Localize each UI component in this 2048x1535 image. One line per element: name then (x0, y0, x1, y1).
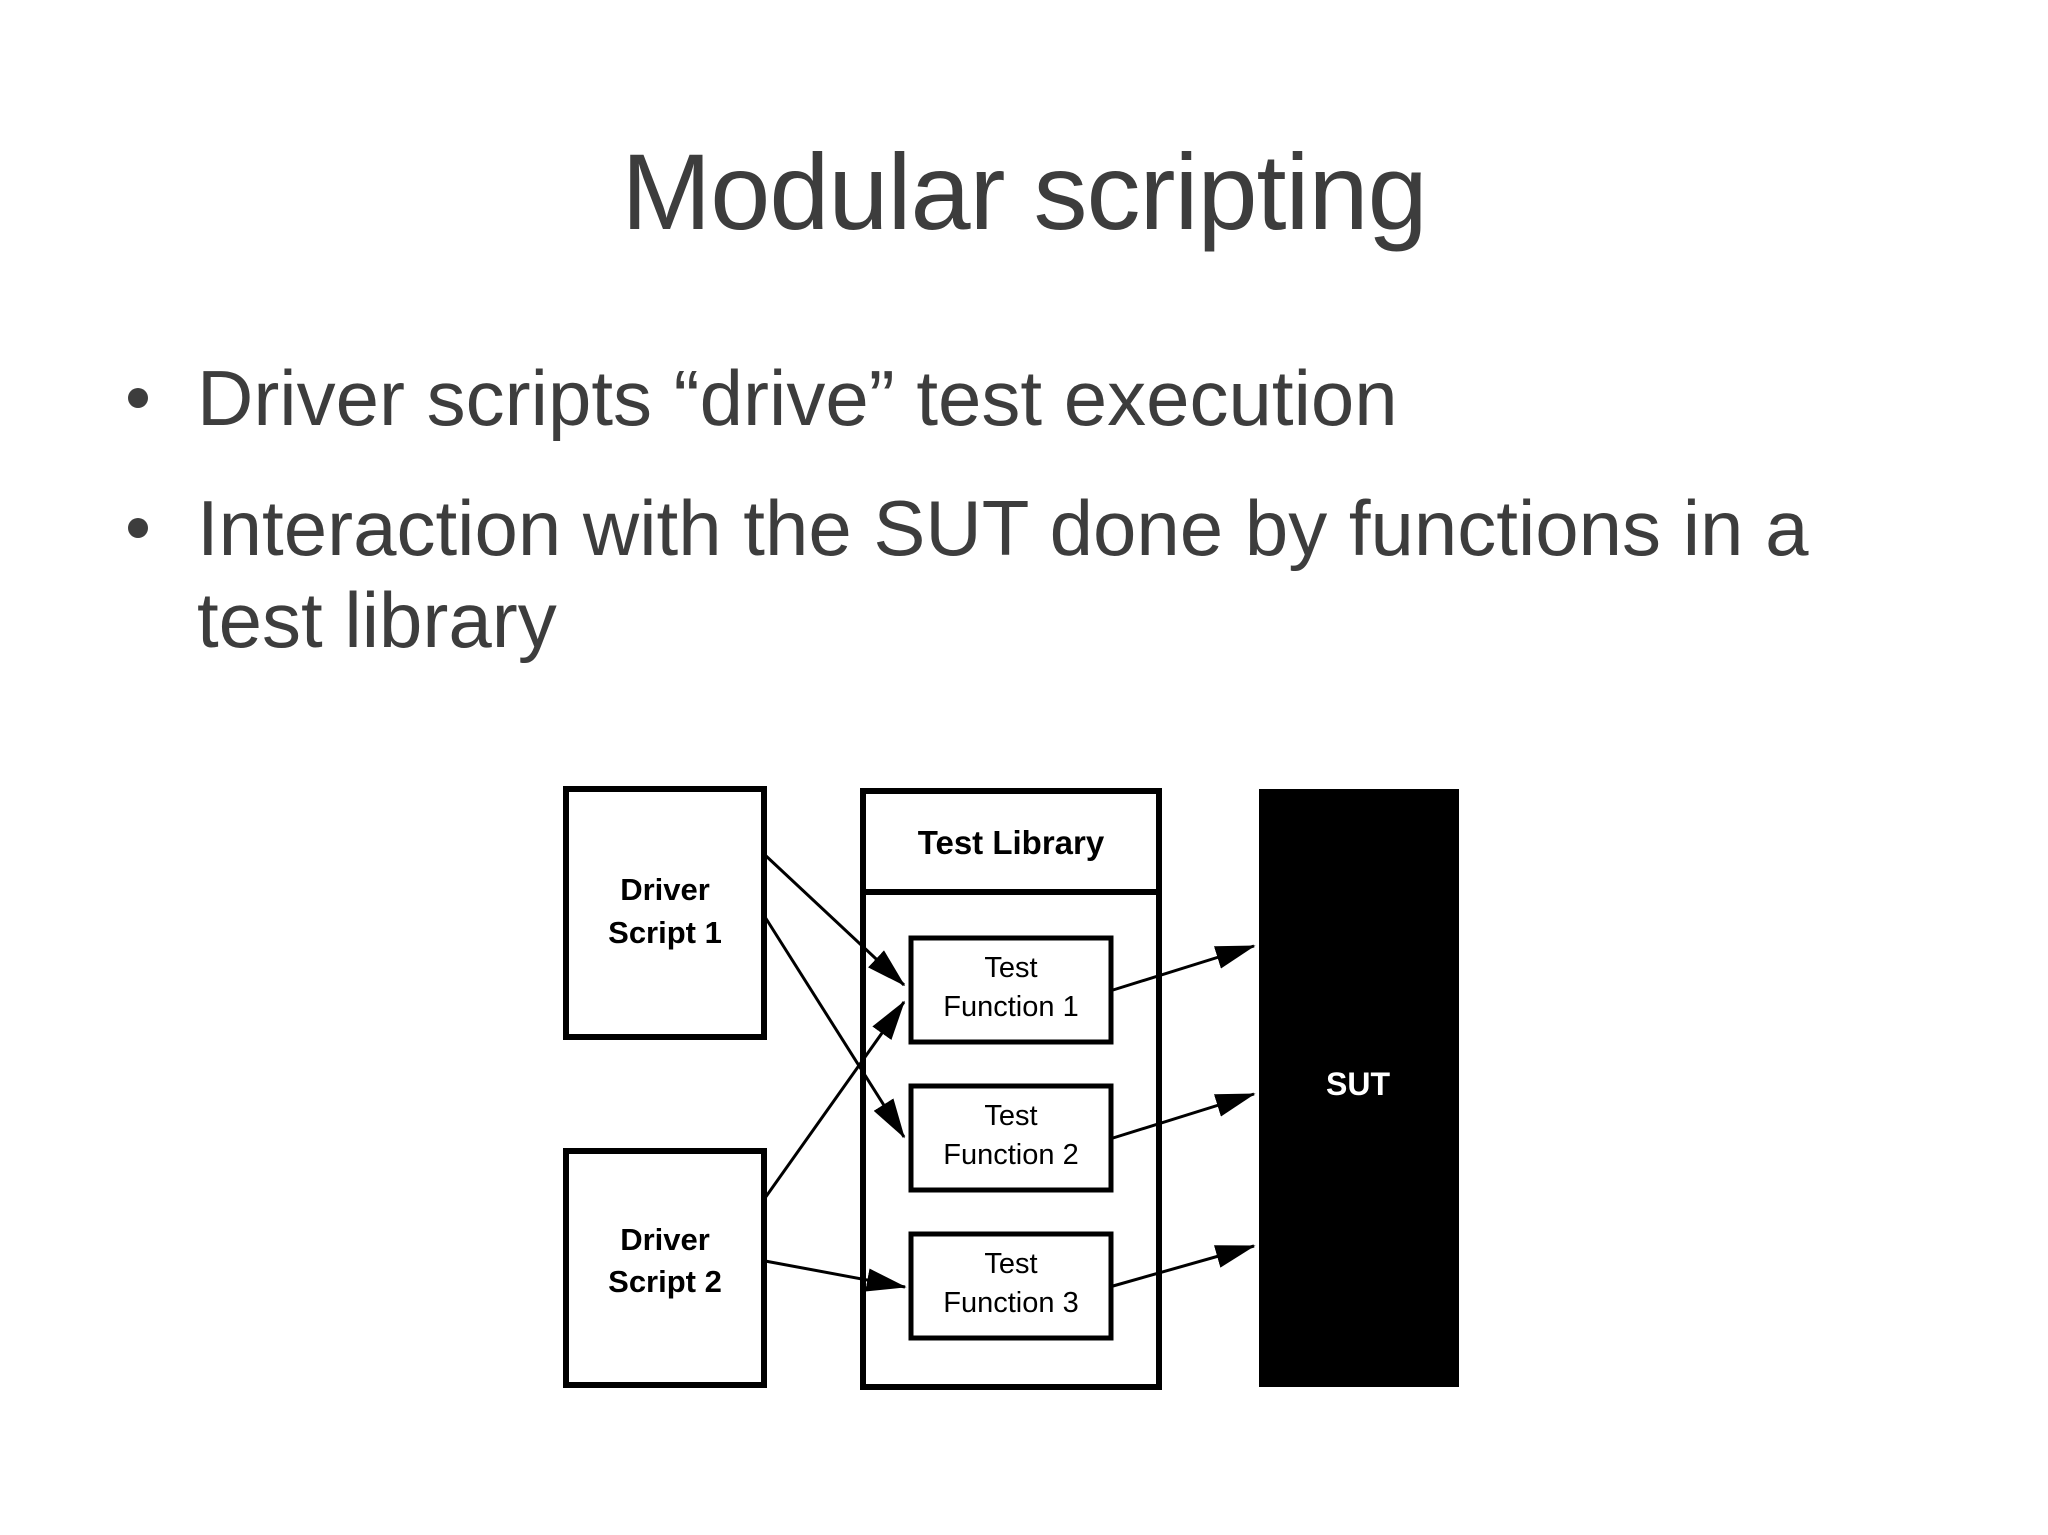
test-function-2-label-line1: Test (984, 1100, 1037, 1132)
bullet-dot (128, 518, 148, 538)
test-function-3-label-line2: Function 3 (943, 1287, 1078, 1319)
arrow-ds1-to-tf2 (763, 916, 906, 1139)
arrow-tf1-to-sut (1112, 944, 1256, 992)
arrow-ds2-to-tf1 (763, 1000, 906, 1199)
arrow-tf2-to-sut (1112, 1092, 1256, 1140)
driver-script-1-label-line1: Driver (620, 872, 710, 907)
test-function-1-label-line2: Function 1 (943, 991, 1078, 1023)
driver-script-2-label-line2: Script 2 (608, 1264, 722, 1299)
bullet-text: Interaction with the SUT done by functio… (197, 484, 1809, 664)
bullet-dot (128, 388, 148, 408)
bullet-item: Interaction with the SUT done by functio… (100, 482, 1900, 666)
arrow-tf3-to-sut (1112, 1244, 1256, 1288)
test-function-1-label-line1: Test (984, 952, 1037, 984)
driver-script-2-box (563, 1148, 767, 1388)
bullet-list: Driver scripts “drive” test execution In… (100, 352, 1900, 666)
arrow-ds2-to-tf3 (764, 1259, 907, 1292)
sut-label: SUT (1326, 1066, 1390, 1102)
slide-title: Modular scripting (621, 131, 1427, 252)
test-function-3-label-line1: Test (984, 1248, 1037, 1280)
driver-script-1-label-line2: Script 1 (608, 915, 722, 950)
test-function-1-box (908, 935, 1114, 1045)
test-function-3-box (908, 1231, 1114, 1341)
test-function-2-box (908, 1083, 1114, 1193)
driver-script-1-box (563, 786, 767, 1040)
bullet-text: Driver scripts “drive” test execution (197, 354, 1398, 442)
arrow-ds1-to-tf1 (763, 853, 906, 987)
test-library-label: Test Library (918, 824, 1105, 861)
sut-box (1259, 789, 1459, 1387)
bullet-item: Driver scripts “drive” test execution (100, 352, 1900, 444)
test-function-2-label-line2: Function 2 (943, 1139, 1078, 1171)
driver-script-2-label-line1: Driver (620, 1222, 710, 1257)
